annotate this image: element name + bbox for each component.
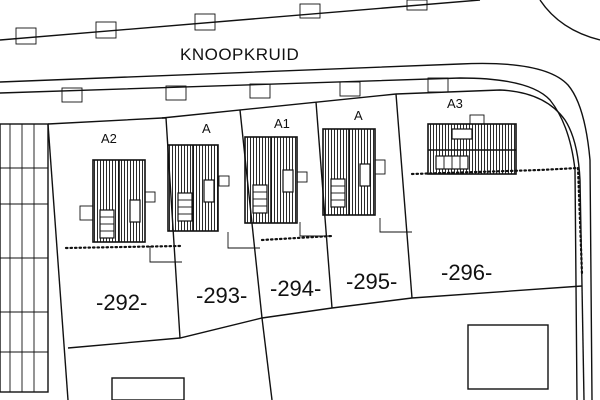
house-type-label: A1 [274, 116, 290, 131]
house-type-label: A [354, 108, 363, 123]
plot-number: -296- [441, 260, 492, 285]
house-type-label: A [202, 121, 211, 136]
garden-boundary-dotted [64, 166, 584, 276]
plot-number: -295- [346, 269, 397, 294]
house-type-label: A2 [101, 131, 117, 146]
adjacent-row-houses [0, 123, 49, 393]
plot-number: -292- [96, 290, 147, 315]
lower-buildings [111, 324, 549, 400]
house-294 [244, 136, 332, 237]
house-296 [427, 114, 517, 175]
street-name-label: KNOOPKRUID [180, 45, 299, 64]
house-type-labels: A2 A A1 A A3 [101, 96, 463, 146]
house-type-label: A3 [447, 96, 463, 111]
house-292 [79, 159, 182, 263]
house-295 [322, 128, 412, 233]
plot-number-labels: -292- -293- -294- -295- -296- [96, 260, 492, 315]
plot-number: -294- [270, 276, 321, 301]
plot-number: -293- [196, 283, 247, 308]
house-293 [167, 144, 260, 249]
